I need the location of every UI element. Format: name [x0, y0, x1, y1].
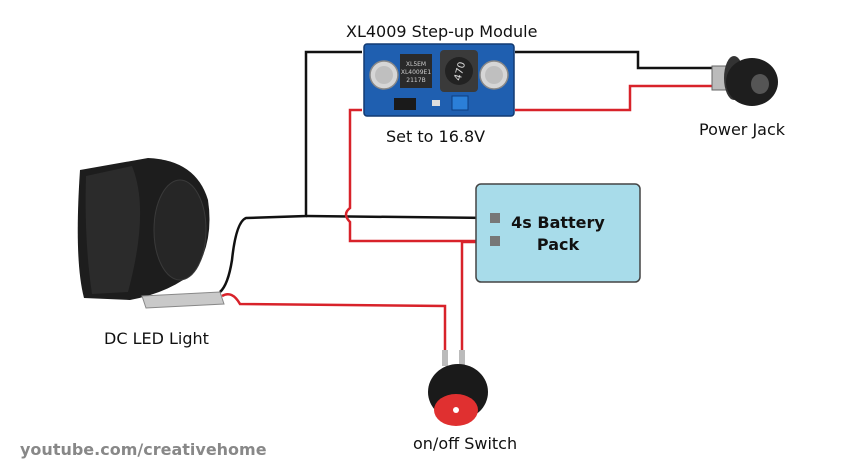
module-setting-label: Set to 16.8V	[386, 127, 486, 146]
black-wire-battery-neg	[305, 214, 493, 220]
jack-pins	[711, 65, 727, 91]
jack-hole	[751, 74, 769, 94]
led-lamp-lens	[153, 179, 207, 281]
red-wire-module-to-battery	[344, 108, 492, 243]
power-jack	[711, 56, 778, 106]
battery-terminal-positive	[490, 236, 500, 246]
red-wire-led-to-switch	[221, 293, 447, 358]
potentiometer	[451, 95, 469, 111]
diode	[394, 98, 416, 110]
switch-pin-left	[442, 350, 448, 366]
red-wire-module-to-jack	[515, 84, 718, 112]
chip-text-3: 2117B	[406, 77, 425, 84]
inductor-text: 470	[453, 61, 469, 82]
black-wire-module-to-jack	[515, 50, 718, 70]
black-wires	[219, 50, 718, 293]
led-lamp-shade	[85, 166, 141, 294]
rocker-switch	[428, 350, 488, 426]
xl4009-module: XL5EM XL4009E1 2117B 470	[363, 43, 515, 117]
led-indicator	[432, 100, 440, 106]
battery-label-line1: 4s Battery	[511, 213, 605, 232]
switch-rocker-dot	[453, 407, 459, 413]
inductor-core	[445, 57, 473, 85]
battery-body	[475, 183, 641, 283]
battery-label-line2: Pack	[536, 235, 580, 254]
battery-pack	[475, 183, 641, 283]
led-light	[77, 158, 225, 309]
module-title: XL4009 Step-up Module	[346, 22, 538, 41]
chip	[400, 54, 432, 88]
chip-text-2: XL4009E1	[401, 69, 432, 76]
capacitor-left-top	[375, 66, 393, 84]
power-jack-label: Power Jack	[699, 120, 786, 139]
capacitor-right-top	[485, 66, 503, 84]
chip-text-1: XL5EM	[406, 61, 426, 68]
led-light-label: DC LED Light	[104, 329, 209, 348]
battery-terminal-negative	[490, 213, 500, 223]
switch-pin-right	[459, 350, 465, 366]
black-wire-module-to-led	[219, 50, 362, 293]
led-mount-bracket	[141, 291, 225, 309]
battery-label: 4s Battery Pack	[476, 212, 640, 256]
switch-label: on/off Switch	[413, 434, 518, 453]
watermark: youtube.com/creativehome	[20, 440, 267, 459]
